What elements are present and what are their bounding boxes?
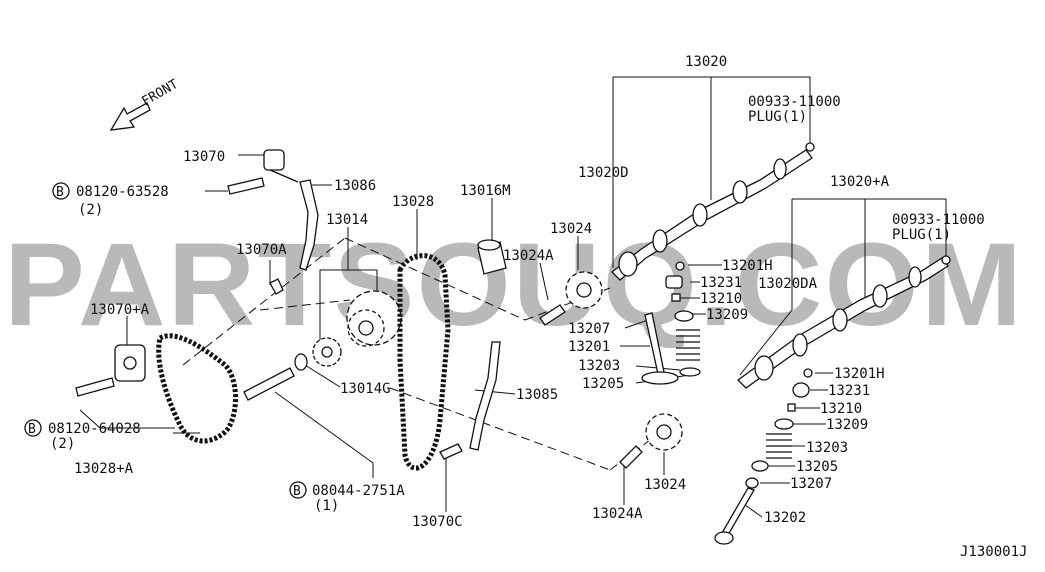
label-13205-top: 13205 [582, 376, 624, 392]
label-00933-11000-a: 00933-11000 [748, 94, 841, 110]
label-13231-right: 13231 [828, 383, 870, 399]
tensioner-13070 [263, 149, 299, 183]
label-08120-64028: 08120-64028 [48, 421, 141, 437]
label-13209-right: 13209 [826, 417, 868, 433]
label-13014: 13014 [326, 212, 368, 228]
label-13203-top: 13203 [578, 358, 620, 374]
label-plug-a: PLUG(1) [748, 109, 807, 125]
label-13085: 13085 [516, 387, 558, 403]
label-13207-right: 13207 [790, 476, 832, 492]
label-13024a-bottom: 13024A [592, 506, 643, 522]
label-13205-right: 13205 [796, 459, 838, 475]
chain-guide-13086 [299, 179, 319, 271]
camshaft-lower [737, 255, 951, 389]
label-qty-64028: (2) [50, 436, 75, 452]
sleeve-13016m [477, 239, 507, 275]
label-13024-bottom: 13024 [644, 477, 686, 493]
camshaft-sprocket-upper [565, 271, 603, 309]
bolt-13070a [269, 278, 284, 295]
timing-chain-13028 [397, 253, 451, 471]
label-13086: 13086 [334, 178, 376, 194]
label-13020d: 13020D [578, 165, 629, 181]
label-13070: 13070 [183, 149, 225, 165]
label-00933-11000-b: 00933-11000 [892, 212, 985, 228]
leader-lines [79, 76, 947, 518]
bolt-symbol-63528: B [52, 182, 70, 200]
camshaft-upper [611, 142, 815, 281]
centerlines [182, 237, 651, 471]
label-13210-top: 13210 [700, 291, 742, 307]
label-13028: 13028 [392, 194, 434, 210]
label-13020da: 13020DA [758, 276, 818, 292]
label-13210-right: 13210 [820, 401, 862, 417]
front-arrow-icon [109, 102, 151, 131]
bolt-08044-2751a [243, 367, 295, 401]
label-13201h-right: 13201H [834, 366, 885, 382]
bolt-symbol-2751a: B [289, 481, 307, 499]
label-13207-top: 13207 [568, 321, 610, 337]
bolt-13024a-top [539, 304, 566, 326]
label-08044-2751a: 08044-2751A [312, 483, 405, 499]
bolt-symbol-64028: B [24, 419, 42, 437]
valve-group-upper [641, 261, 701, 385]
label-13202: 13202 [764, 510, 806, 526]
svg-text:B: B [28, 422, 36, 437]
label-13070-a: 13070+A [90, 302, 150, 318]
label-13024-top: 13024 [550, 221, 592, 237]
tensioner-13070-a [114, 344, 146, 382]
chain-guide-13085 [469, 341, 501, 451]
label-13209-top: 13209 [706, 307, 748, 323]
watermark-text: PARTSOUQ.COM [4, 219, 1024, 351]
part-labels: 13020 00933-11000 PLUG(1) 13070 08120-63… [48, 54, 1027, 560]
svg-text:B: B [293, 484, 301, 499]
label-13203-right: 13203 [806, 440, 848, 456]
timing-chain-13028-a [156, 333, 238, 444]
idler-gear-13014 [312, 337, 342, 367]
label-13201: 13201 [568, 339, 610, 355]
label-13201h-top: 13201H [722, 258, 773, 274]
bolt-13070c [439, 443, 463, 460]
camshaft-sprocket-lower [645, 413, 683, 451]
label-13070a: 13070A [236, 242, 287, 258]
front-label: FRONT [140, 77, 182, 110]
label-13070c: 13070C [412, 514, 463, 530]
label-13231-top: 13231 [700, 275, 742, 291]
diagram-code: J130001J [960, 544, 1027, 560]
bolt-08120-63528 [227, 177, 265, 195]
idler-sprocket [346, 290, 402, 347]
bolt-08120-64028 [75, 377, 115, 397]
label-13028-a: 13028+A [74, 461, 134, 477]
label-13016m: 13016M [460, 183, 511, 199]
label-13020: 13020 [685, 54, 727, 70]
valve-group-lower [714, 368, 813, 545]
label-qty-63528: (2) [78, 202, 103, 218]
label-13020-a: 13020+A [830, 174, 890, 190]
svg-text:B: B [56, 185, 64, 200]
label-plug-b: PLUG(1) [892, 227, 951, 243]
washer-13014G [294, 353, 308, 371]
bolt-13024a-bottom [619, 445, 643, 469]
label-13014g: 13014G [340, 381, 391, 397]
label-qty-2751a: (1) [314, 498, 339, 514]
label-08120-63528: 08120-63528 [76, 184, 169, 200]
label-13024a-top: 13024A [503, 248, 554, 264]
